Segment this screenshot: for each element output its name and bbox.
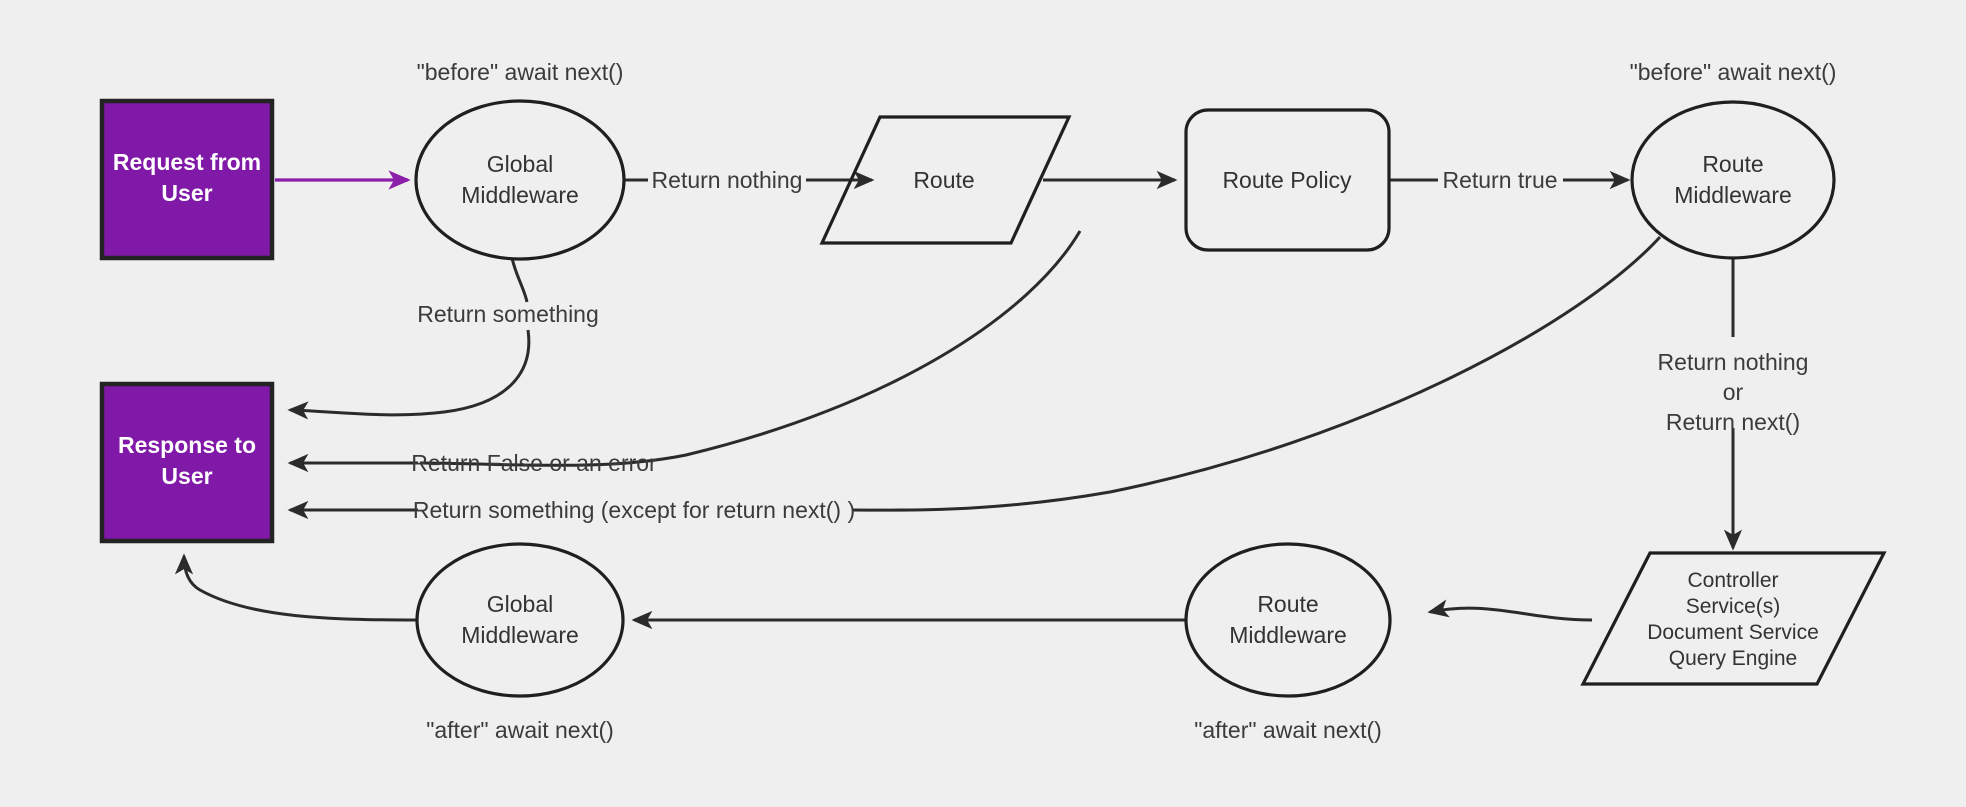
global-middleware-top-label-line2: Middleware [461, 182, 579, 208]
edge-label-return-nothing: Return nothing [652, 167, 803, 193]
controller-label-line3: Document Service [1647, 621, 1819, 644]
request-box-label-line1: Request from [113, 149, 261, 175]
global-middleware-bottom-label-line1: Global [487, 591, 553, 617]
request-box-label-line2: User [161, 180, 212, 206]
route-middleware-top-label-line1: Route [1702, 151, 1763, 177]
route-middleware-top-label-line2: Middleware [1674, 182, 1792, 208]
node-route-policy[interactable]: Route Policy [1184, 108, 1391, 252]
annotation-before-route-middleware: "before" await next() [1630, 59, 1837, 85]
edge-label-return-something-global: Return something [417, 301, 599, 327]
controller-shape [1580, 551, 1887, 686]
controller-label-line2: Service(s) [1686, 595, 1781, 618]
edge-route-policy-to-response-curve [419, 230, 1082, 467]
edge-controller-to-route-mw-bottom [1427, 599, 1593, 622]
annotation-before-global-middleware: "before" await next() [417, 59, 624, 85]
node-route-middleware-bottom[interactable]: Route Middleware [1184, 542, 1392, 698]
edge-global-mw-to-response [287, 329, 531, 420]
route-policy-shape [1184, 108, 1391, 252]
node-response-to-user[interactable]: Response to User [99, 381, 275, 544]
route-middleware-bottom-label-line1: Route [1257, 591, 1318, 617]
global-middleware-top-label-line1: Global [487, 151, 553, 177]
route-label: Route [913, 167, 974, 193]
node-controller-services[interactable]: Controller Service(s) Document Service Q… [1580, 551, 1887, 686]
response-box-label-line2: User [161, 463, 212, 489]
route-middleware-bottom-label-line2: Middleware [1229, 622, 1347, 648]
edge-label-return-nothing-or-next-line2: or [1723, 379, 1744, 405]
edge-label-return-nothing-or-next-line1: Return nothing [1658, 349, 1809, 375]
edge-route-mw-to-response-curve [851, 235, 1662, 512]
annotation-after-global-middleware: "after" await next() [426, 717, 614, 743]
route-shape [819, 115, 1072, 245]
annotation-after-route-middleware: "after" await next() [1194, 717, 1382, 743]
response-box-shape [99, 381, 275, 544]
request-box-shape [99, 98, 275, 261]
route-middleware-bottom-shape [1184, 542, 1392, 698]
node-global-middleware-bottom[interactable]: Global Middleware [415, 542, 625, 698]
controller-label-line4: Query Engine [1669, 647, 1797, 670]
global-middleware-top-shape [414, 99, 626, 261]
node-global-middleware-top[interactable]: Global Middleware [414, 99, 626, 261]
global-middleware-bottom-label-line2: Middleware [461, 622, 579, 648]
controller-label-line1: Controller [1687, 569, 1778, 592]
edge-global-mw-return-something-stub [510, 257, 529, 303]
node-route[interactable]: Route [819, 115, 1072, 245]
route-policy-label: Route Policy [1222, 167, 1352, 193]
global-middleware-bottom-shape [415, 542, 625, 698]
edge-global-mw-bottom-to-response [174, 553, 419, 622]
edge-label-return-something-except-next: Return something (except for return next… [413, 497, 855, 523]
route-middleware-top-shape [1630, 100, 1836, 260]
node-request-from-user[interactable]: Request from User [99, 98, 275, 261]
edge-label-return-false-or-error: Return False or an error [411, 450, 657, 476]
node-route-middleware-top[interactable]: Route Middleware [1630, 100, 1836, 260]
edge-label-return-nothing-or-next-line3: Return next() [1666, 409, 1800, 435]
edge-label-return-true: Return true [1442, 167, 1557, 193]
response-box-label-line1: Response to [118, 432, 256, 458]
